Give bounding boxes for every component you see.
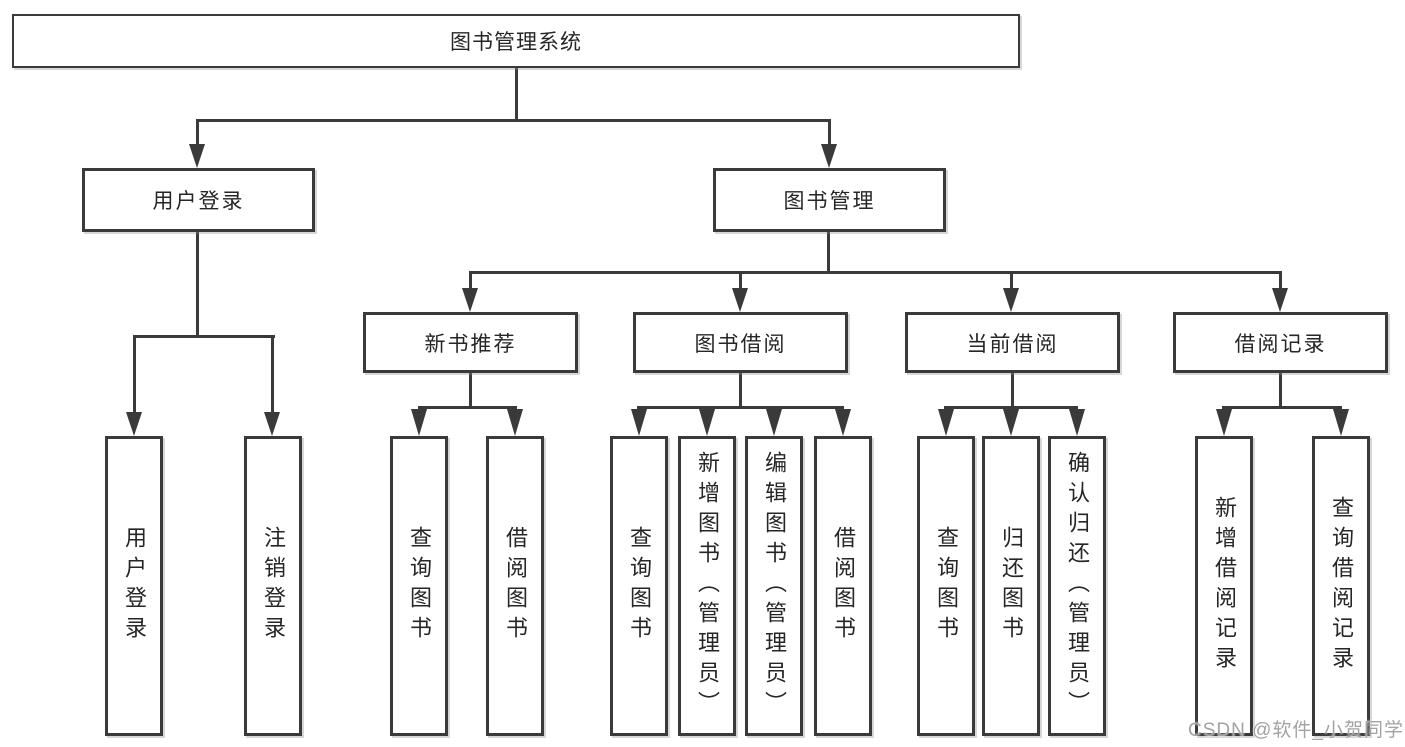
- arrow-down-icon: [699, 409, 715, 436]
- arrow-down-icon: [835, 409, 851, 436]
- leaf-add-borrow-record: 新增借阅记录: [1195, 436, 1253, 736]
- node-borrow-records: 借阅记录: [1173, 312, 1388, 373]
- arrow-down-icon: [766, 409, 782, 436]
- arrow-down-icon: [411, 409, 427, 436]
- leaf-edit-books-admin: 编辑图书（管理员）: [745, 436, 803, 736]
- node-root: 图书管理系统: [12, 14, 1020, 68]
- connector-line: [1279, 373, 1282, 409]
- arrow-down-icon: [1272, 288, 1288, 312]
- connector-line: [515, 68, 518, 121]
- node-current-borrow: 当前借阅: [905, 312, 1120, 373]
- connector-line: [418, 406, 517, 409]
- connector-line: [739, 373, 742, 409]
- arrow-down-icon: [264, 412, 280, 436]
- arrow-down-icon: [821, 144, 837, 168]
- connector-line: [196, 119, 199, 147]
- connector-line: [1010, 271, 1013, 291]
- leaf-add-books-admin: 新增图书（管理员）: [678, 436, 736, 736]
- node-user-login: 用户登录: [82, 168, 315, 232]
- arrow-down-icon: [1069, 409, 1085, 436]
- connector-line: [637, 406, 844, 409]
- connector-line: [827, 232, 830, 274]
- arrow-down-icon: [1333, 409, 1349, 436]
- leaf-confirm-return-admin: 确认归还（管理员）: [1048, 436, 1106, 736]
- connector-line: [739, 271, 742, 291]
- leaf-logout: 注销登录: [244, 436, 302, 736]
- leaf-query-books-2: 查询图书: [610, 436, 668, 736]
- connector-line: [196, 119, 831, 122]
- leaf-borrow-books-1: 借阅图书: [486, 436, 544, 736]
- node-new-book-recommend: 新书推荐: [363, 312, 578, 373]
- node-book-borrow: 图书借阅: [633, 312, 848, 373]
- connector-line: [469, 373, 472, 409]
- arrow-down-icon: [1216, 409, 1232, 436]
- connector-line: [196, 232, 199, 338]
- connector-line: [828, 119, 831, 147]
- connector-line: [1011, 373, 1014, 409]
- arrow-down-icon: [126, 412, 142, 436]
- connector-line: [469, 271, 1282, 274]
- leaf-borrow-books-2: 借阅图书: [814, 436, 872, 736]
- connector-line: [133, 335, 275, 338]
- arrow-down-icon: [732, 288, 748, 312]
- connector-line: [271, 335, 274, 415]
- leaf-return-books: 归还图书: [982, 436, 1040, 736]
- connector-line: [944, 406, 1078, 409]
- arrow-down-icon: [1003, 288, 1019, 312]
- watermark-text: CSDN @软件_小贺同学: [1188, 720, 1404, 741]
- leaf-user-login: 用户登录: [105, 436, 163, 736]
- connector-line: [1222, 406, 1342, 409]
- leaf-query-books-1: 查询图书: [390, 436, 448, 736]
- arrow-down-icon: [631, 409, 647, 436]
- connector-line: [133, 335, 136, 415]
- node-book-management: 图书管理: [713, 168, 946, 232]
- leaf-query-books-3: 查询图书: [917, 436, 975, 736]
- connector-line: [469, 271, 472, 291]
- connector-line: [1279, 271, 1282, 291]
- arrow-down-icon: [189, 144, 205, 168]
- arrow-down-icon: [462, 288, 478, 312]
- leaf-query-borrow-record: 查询借阅记录: [1312, 436, 1370, 736]
- arrow-down-icon: [507, 409, 523, 436]
- arrow-down-icon: [1003, 409, 1019, 436]
- arrow-down-icon: [938, 409, 954, 436]
